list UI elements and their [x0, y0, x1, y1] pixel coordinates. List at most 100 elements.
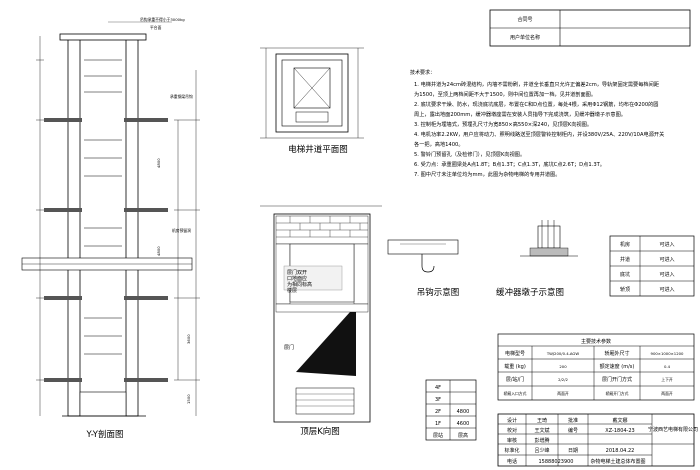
tb-drawing-name: 杂物电梯土建总体布置图 [590, 458, 645, 465]
param-l2-2: 层门开门方式 [602, 376, 632, 383]
contract-no-label: 合同号 [517, 16, 532, 23]
tb-a-0: 设计 [507, 417, 517, 424]
title-block: 设计 王琦 批准 戴文娜 校对 王文斌 编号 XZ-1804-23 审核 彭增腾… [497, 413, 698, 467]
right-wall [125, 37, 139, 417]
req-line-2: 2. 底坑要求干燥、防水，现浇底坑底层，布置在C和D点位置，每处4根，采用Φ12… [414, 100, 659, 108]
req-line-8: 6. 受力点：承重圈梁处A点1.8T；B点1.3T；C点1.3T，底坑C点2.6… [414, 160, 605, 168]
req-line-6: 各一把，高地1400。 [414, 140, 464, 148]
hall-door-label: 层门 [284, 344, 294, 351]
param-v2-1: 0.4 [664, 364, 671, 369]
dim-label-3: 3600 [186, 334, 191, 344]
overlay-note-box: 层门双开口地面应为相同标高楼层 [283, 265, 343, 294]
dark-wedge [296, 312, 356, 376]
slab-r1 [124, 118, 168, 122]
floor-4: 层站 [433, 432, 443, 439]
param-l2-0: 轿厢外尺寸 [604, 350, 629, 357]
slab-r2 [124, 208, 168, 212]
tb-b-2: 彭增腾 [534, 437, 549, 444]
tb-a-1: 校对 [507, 427, 517, 434]
tb-c-1: 编号 [568, 427, 578, 434]
pit [79, 391, 127, 417]
user-unit-label: 用户单位名称 [510, 34, 540, 41]
param-l1-2: 层/站/门 [506, 376, 524, 383]
param-l1-1: 载重 (kg) [504, 363, 526, 370]
access-status-2: 可进入 [659, 271, 674, 278]
slab-l4 [44, 378, 82, 382]
k-view-title: 顶层K向图 [300, 426, 340, 437]
dim-label-4: 1500 [186, 394, 191, 404]
req-line-0: 1. 电梯井道为24cm砖混结构，内墙不需粉刷，井道全长垂直只允许正偏差2cm，… [414, 80, 659, 88]
slab-l1 [44, 118, 82, 122]
req-line-9: 7. 图中尺寸未注单位均为mm，此图为杂物电梯的专用井道图。 [414, 170, 560, 178]
technical-requirements: 技术要求： 1. 电梯井道为24cm砖混结构，内墙不需粉刷，井道全长垂直只允许正… [410, 69, 664, 178]
param-l2-3: 轿厢开门方式 [606, 391, 629, 396]
tb-b-1: 王文斌 [534, 427, 549, 434]
left-wall [67, 37, 81, 417]
rail-brackets [84, 59, 122, 355]
param-v1-0: TWJ200/0.4-AGW [546, 351, 580, 356]
access-status-1: 可进入 [659, 256, 674, 263]
floor-height-2: 4800 [457, 409, 470, 415]
contract-box: 合同号 用户单位名称 [489, 9, 691, 47]
access-table: 机房 可进入 井道 可进入 底坑 可进入 轿顶 可进入 [609, 235, 695, 297]
access-status-3: 可进入 [659, 286, 674, 293]
tb-c-3: 日期 [568, 448, 578, 454]
hook-diagram: 吊钩示意图 [387, 239, 459, 298]
req-line-1: 为1500，至顶上两档间距不大于1500，则中间位置再加一档，见井道剖面图。 [414, 90, 596, 98]
section-view-title: Y-Y剖面图 [86, 429, 124, 440]
section-view: 吊钩承重不得小于3000kg 平台面 承重钢梁吊钩 机房预留洞 4800 480… [21, 17, 200, 440]
top-note: 吊钩承重不得小于3000kg [140, 17, 185, 22]
access-loc-3: 轿顶 [620, 286, 630, 293]
shaft-plan: 电梯井道平面图 [260, 47, 364, 155]
floor-table: 4F 3F 2F 4800 1F 4600 层站 层高 [425, 379, 477, 441]
param-v2-2: 上下开 [661, 377, 673, 382]
access-loc-1: 井道 [620, 256, 630, 263]
main-params-table: 主要技术参数 电梯型号 TWJ200/0.4-AGW 轿厢外尺寸 900×100… [497, 333, 695, 401]
dim-label-1: 4800 [156, 158, 161, 168]
buffer-title: 缓冲器墩子示意图 [496, 287, 564, 298]
req-title: 技术要求： [410, 69, 435, 76]
param-l2-1: 额定速度 (m/s) [600, 363, 635, 370]
hook-note: 承重钢梁吊钩 [170, 94, 193, 99]
tb-a-3: 标准化 [504, 447, 519, 454]
slab-r3 [124, 296, 168, 300]
param-v2-3: 两面开 [661, 391, 673, 396]
tb-d-0: 戴文娜 [612, 417, 627, 424]
door-note: 机房预留洞 [172, 228, 191, 233]
top-slab [59, 33, 147, 41]
param-v1-2: 2/2/2 [558, 377, 568, 382]
floor-0: 4F [435, 385, 441, 391]
param-l1-0: 电梯型号 [505, 350, 525, 357]
param-v2-0: 900×1000×1200 [651, 351, 685, 356]
param-v1-3: 两面开 [557, 391, 569, 396]
slab-r4 [124, 378, 168, 382]
req-line-4: 3. 控制柜为埋墙式，预埋孔尺寸为宽850×高550×深240，见顶层K向视图。 [414, 120, 592, 128]
floor-1: 3F [435, 397, 441, 403]
floor-3: 1F [435, 421, 441, 427]
tb-b-0: 王琦 [537, 418, 547, 424]
k-view: 层门 顶层K向图 [260, 205, 382, 437]
tb-a-2: 审核 [507, 437, 517, 444]
floor-height-3: 4600 [457, 421, 470, 427]
tb-b-4: 15888023900 [539, 459, 574, 465]
req-line-3: 周上，露出地面200mm，缓冲器墩座需在安装人员指导下完成浇筑，见缓冲器墩子示意… [414, 110, 626, 118]
req-line-5: 4. 电机功率2.2KW，用户应将动力、照明线路送至顶层警铃控制柜内，并设380… [414, 130, 664, 138]
tb-company: 宁波西艺电梯有限公司 [648, 426, 698, 433]
tb-d-3: 2018.04.22 [606, 448, 635, 454]
param-l1-3: 轿厢入口方式 [504, 391, 527, 396]
tb-c-0: 批准 [568, 417, 578, 424]
dim-label-2: 4800 [156, 246, 161, 256]
tb-d-1: XZ-1804-23 [605, 428, 634, 434]
top-note-2: 平台面 [150, 25, 162, 30]
param-v1-1: 200 [559, 364, 567, 369]
floor-height-4: 层高 [458, 432, 468, 439]
tb-a-4: 电话 [507, 458, 517, 465]
slab-l2 [44, 208, 82, 212]
floor-2: 2F [435, 409, 441, 415]
tb-b-3: 吕少峰 [534, 447, 549, 454]
access-status-0: 可进入 [659, 241, 674, 248]
slab-l3 [44, 296, 82, 300]
shaft-plan-title: 电梯井道平面图 [288, 144, 348, 155]
access-loc-0: 机房 [620, 241, 630, 248]
